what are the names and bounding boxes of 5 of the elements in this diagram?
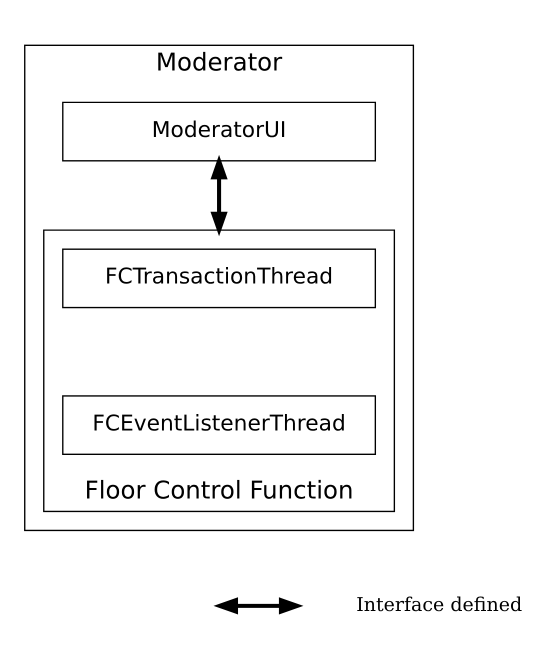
node-box: FCTransactionThread — [62, 248, 376, 308]
node-box: ModeratorUI — [62, 101, 376, 161]
arrow — [210, 154, 228, 236]
node-box: FCEventListenerThread — [62, 394, 376, 455]
legend-label: Interface defined — [356, 593, 522, 616]
